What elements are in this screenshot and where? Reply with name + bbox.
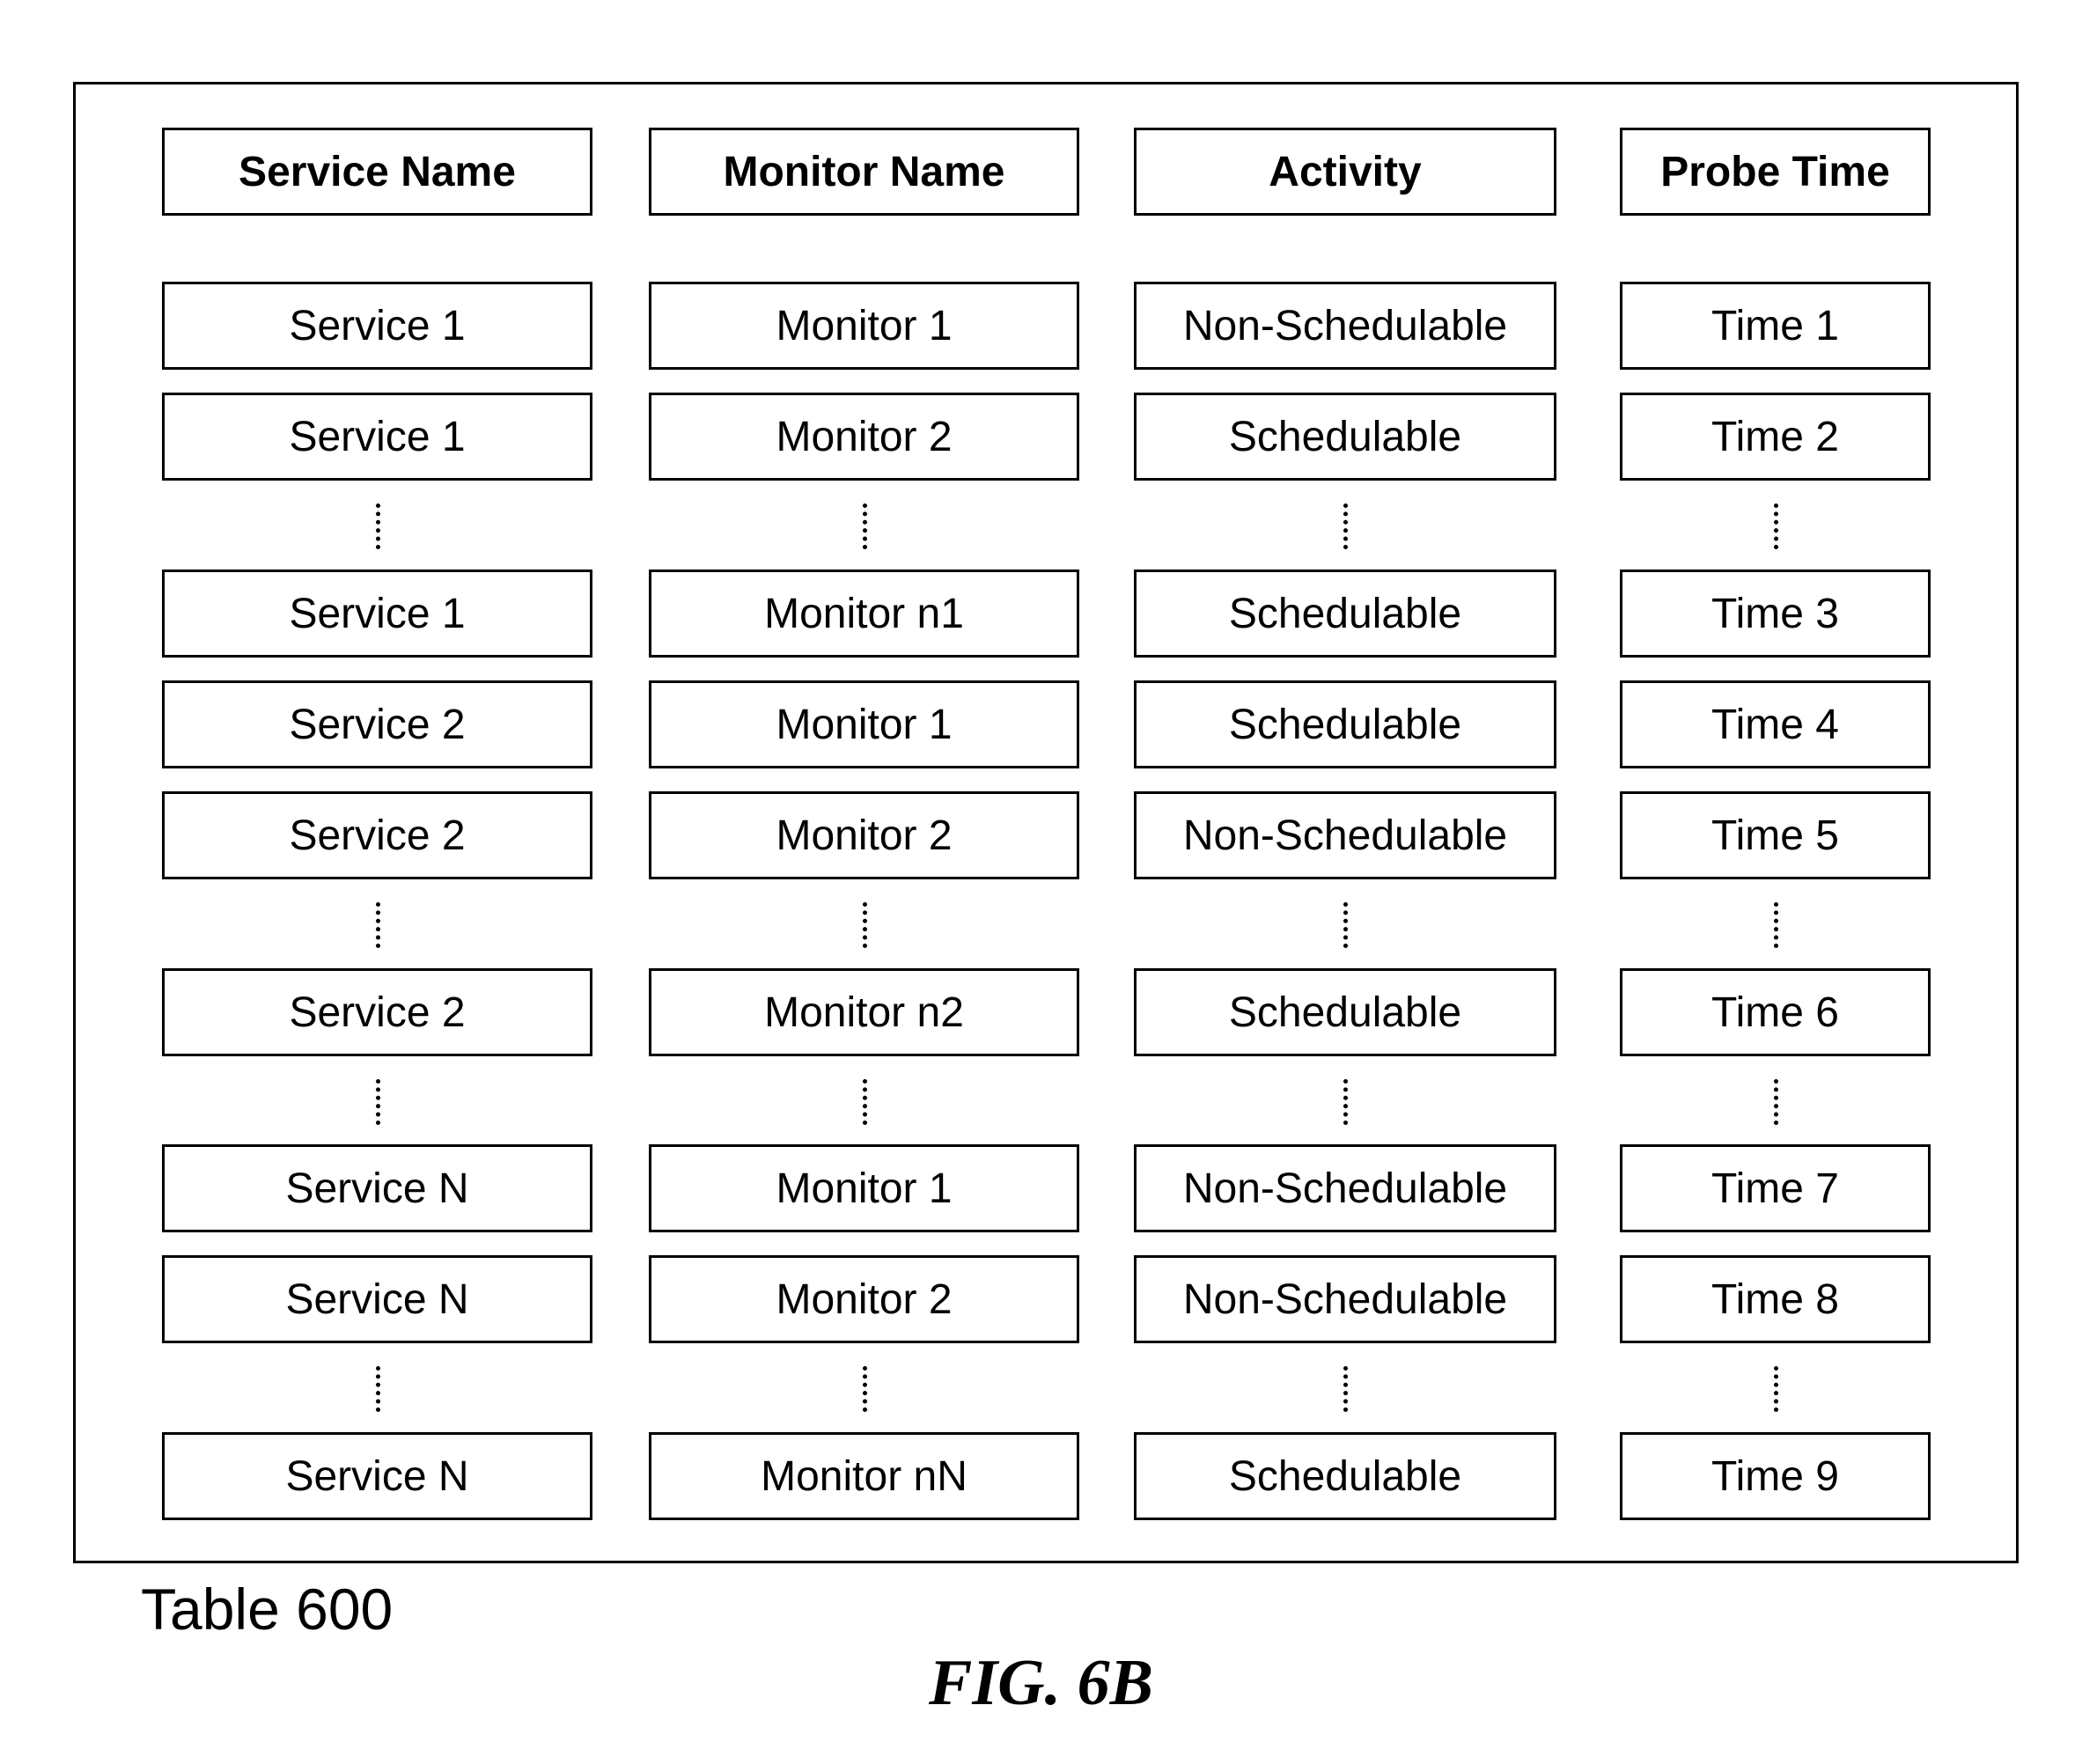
vertical-ellipsis-icon xyxy=(376,503,380,549)
vertical-ellipsis-icon xyxy=(376,1366,380,1412)
cell-probe-time: Time 7 xyxy=(1620,1144,1931,1232)
cell-monitor-name: Monitor nN xyxy=(649,1432,1079,1520)
vertical-ellipsis-icon xyxy=(1774,902,1778,948)
vertical-ellipsis-icon xyxy=(1774,503,1778,549)
cell-monitor-name: Monitor 2 xyxy=(649,1255,1079,1343)
vertical-ellipsis-icon xyxy=(1774,1079,1778,1125)
vertical-ellipsis-icon xyxy=(1343,902,1348,948)
header-probe-time: Probe Time xyxy=(1620,128,1931,216)
table-caption: Table 600 xyxy=(141,1576,393,1643)
vertical-ellipsis-icon xyxy=(376,1079,380,1125)
vertical-ellipsis-icon xyxy=(863,503,867,549)
vertical-ellipsis-icon xyxy=(863,1366,867,1412)
cell-service-name: Service 1 xyxy=(162,282,592,370)
cell-service-name: Service 2 xyxy=(162,968,592,1056)
figure-label: FIG. 6B xyxy=(0,1646,2082,1721)
cell-probe-time: Time 3 xyxy=(1620,570,1931,658)
cell-activity: Schedulable xyxy=(1134,393,1556,481)
cell-probe-time: Time 2 xyxy=(1620,393,1931,481)
cell-service-name: Service N xyxy=(162,1144,592,1232)
vertical-ellipsis-icon xyxy=(1343,1366,1348,1412)
cell-monitor-name: Monitor 1 xyxy=(649,1144,1079,1232)
cell-activity: Schedulable xyxy=(1134,680,1556,768)
cell-activity: Non-Schedulable xyxy=(1134,791,1556,879)
cell-probe-time: Time 1 xyxy=(1620,282,1931,370)
cell-probe-time: Time 5 xyxy=(1620,791,1931,879)
cell-monitor-name: Monitor 1 xyxy=(649,680,1079,768)
cell-activity: Non-Schedulable xyxy=(1134,1255,1556,1343)
cell-monitor-name: Monitor 2 xyxy=(649,791,1079,879)
vertical-ellipsis-icon xyxy=(863,902,867,948)
cell-activity: Schedulable xyxy=(1134,968,1556,1056)
vertical-ellipsis-icon xyxy=(376,902,380,948)
cell-service-name: Service N xyxy=(162,1432,592,1520)
cell-service-name: Service 1 xyxy=(162,570,592,658)
header-service-name: Service Name xyxy=(162,128,592,216)
cell-service-name: Service N xyxy=(162,1255,592,1343)
cell-monitor-name: Monitor n2 xyxy=(649,968,1079,1056)
cell-activity: Non-Schedulable xyxy=(1134,282,1556,370)
cell-activity: Schedulable xyxy=(1134,570,1556,658)
cell-service-name: Service 1 xyxy=(162,393,592,481)
cell-activity: Schedulable xyxy=(1134,1432,1556,1520)
header-monitor-name: Monitor Name xyxy=(649,128,1079,216)
cell-monitor-name: Monitor 1 xyxy=(649,282,1079,370)
cell-activity: Non-Schedulable xyxy=(1134,1144,1556,1232)
cell-monitor-name: Monitor 2 xyxy=(649,393,1079,481)
vertical-ellipsis-icon xyxy=(863,1079,867,1125)
cell-probe-time: Time 4 xyxy=(1620,680,1931,768)
header-activity: Activity xyxy=(1134,128,1556,216)
cell-probe-time: Time 6 xyxy=(1620,968,1931,1056)
cell-monitor-name: Monitor n1 xyxy=(649,570,1079,658)
cell-probe-time: Time 9 xyxy=(1620,1432,1931,1520)
vertical-ellipsis-icon xyxy=(1343,503,1348,549)
cell-probe-time: Time 8 xyxy=(1620,1255,1931,1343)
cell-service-name: Service 2 xyxy=(162,680,592,768)
vertical-ellipsis-icon xyxy=(1343,1079,1348,1125)
cell-service-name: Service 2 xyxy=(162,791,592,879)
vertical-ellipsis-icon xyxy=(1774,1366,1778,1412)
